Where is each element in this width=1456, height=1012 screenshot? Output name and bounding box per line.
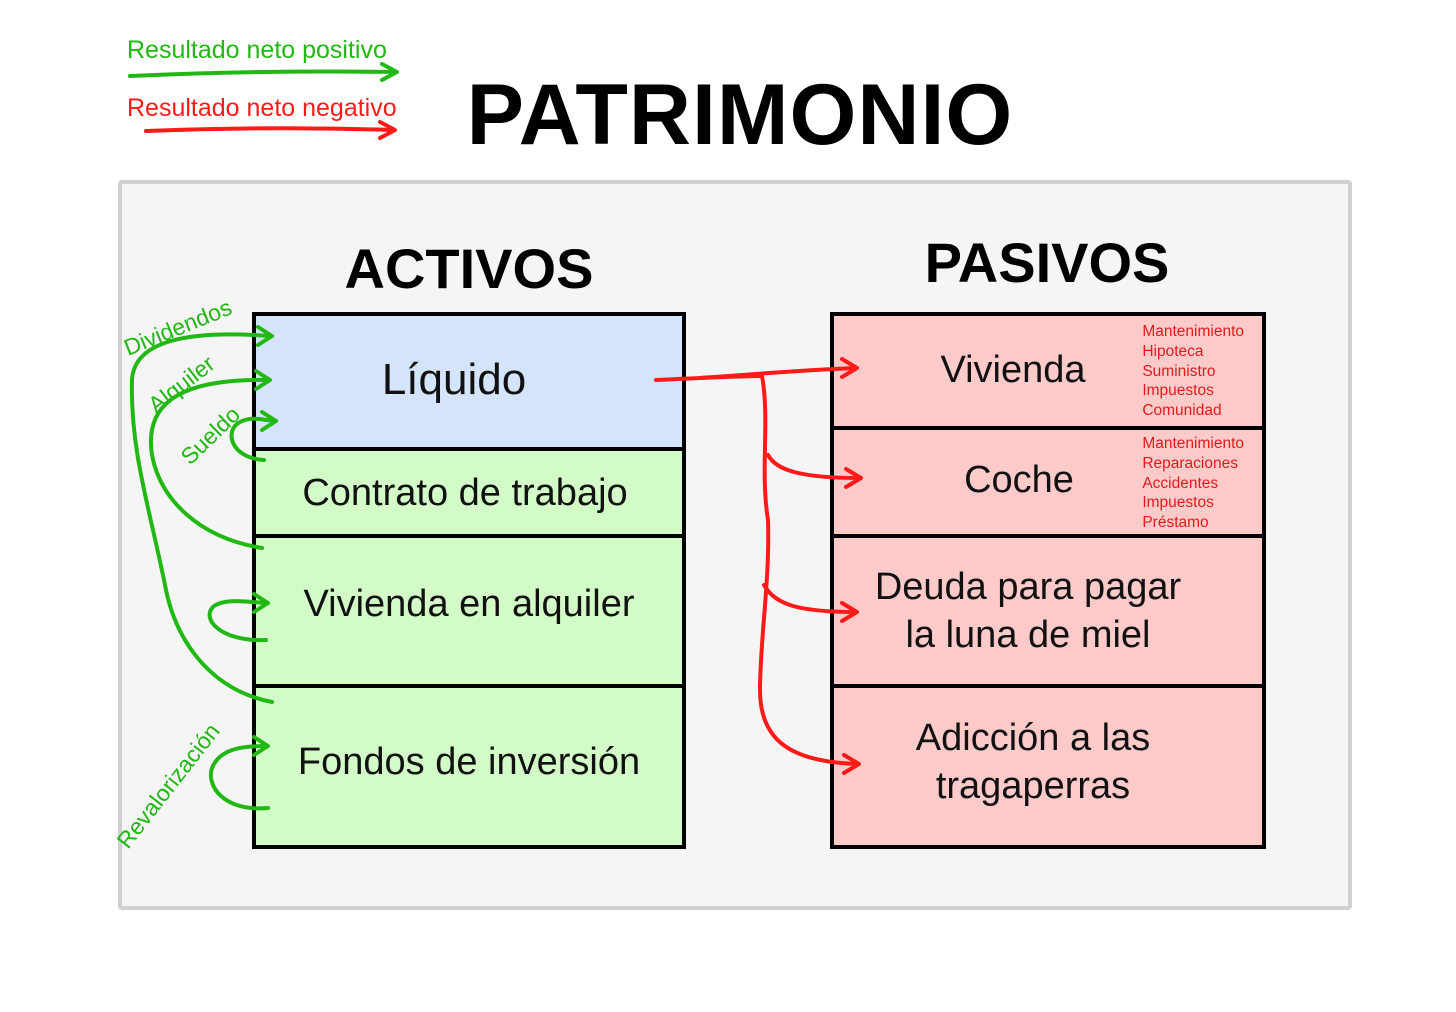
activo-vivienda-alquiler: Vivienda en alquiler (256, 534, 682, 684)
pasivo-vivienda: Vivienda Mantenimiento Hipoteca Suminist… (834, 316, 1262, 426)
pasivo-deuda-label: Deuda para pagar la luna de miel (875, 563, 1181, 659)
cost-item: Mantenimiento (1142, 323, 1244, 340)
pasivo-tragaperras-label: Adicción a las tragaperras (916, 714, 1150, 810)
activo-fondos-label: Fondos de inversión (297, 740, 641, 783)
legend-negative-arrow (144, 126, 396, 133)
pasivo-coche-costs: Mantenimiento Reparaciones Accidentes Im… (1142, 434, 1244, 533)
cost-item: Préstamo (1142, 514, 1209, 532)
activos-heading: ACTIVOS (344, 237, 594, 300)
diagram-title: PATRIMONIO (466, 67, 1014, 163)
cost-item: Mantenimiento (1142, 435, 1244, 452)
activo-liquido: Líquido (256, 316, 682, 447)
pasivo-tragaperras: Adicción a las tragaperras (834, 684, 1262, 845)
pasivos-column: Vivienda Mantenimiento Hipoteca Suminist… (830, 312, 1266, 849)
cost-item: Impuestos (1142, 382, 1214, 400)
pasivo-deuda: Deuda para pagar la luna de miel (834, 534, 1262, 684)
pasivo-coche: Coche Mantenimiento Reparaciones Acciden… (834, 426, 1262, 534)
legend-positive-label: Resultado neto positivo (127, 36, 387, 64)
activo-contrato: Contrato de trabajo (256, 447, 682, 534)
pasivo-coche-label: Coche (964, 459, 1074, 501)
legend-positive-arrowhead (380, 62, 399, 82)
pasivo-deuda-line: Deuda para pagar (874, 566, 1182, 608)
legend-positive-arrow (128, 69, 398, 78)
activos-column: Líquido Contrato de trabajo Vivienda en … (252, 312, 686, 849)
cost-item: Reparaciones (1142, 454, 1238, 472)
legend-negative-label: Resultado neto negativo (127, 94, 397, 122)
pasivo-deuda-line: la luna de miel (905, 614, 1151, 656)
activo-contrato-label: Contrato de trabajo (302, 471, 628, 514)
pasivo-vivienda-label: Vivienda (940, 349, 1086, 391)
pasivo-tragaperras-line: tragaperras (935, 764, 1131, 807)
activo-fondos: Fondos de inversión (256, 684, 682, 845)
activo-liquido-label: Líquido (381, 354, 527, 404)
pasivos-heading: PASIVOS (924, 231, 1170, 294)
cost-item: Hipoteca (1142, 342, 1204, 360)
cost-item: Suministro (1142, 362, 1216, 380)
cost-item: Accidentes (1142, 474, 1219, 492)
legend-negative-arrowhead (378, 120, 397, 140)
pasivo-vivienda-costs: Mantenimiento Hipoteca Suministro Impues… (1142, 322, 1244, 421)
activo-vivienda-alquiler-label: Vivienda en alquiler (303, 583, 635, 625)
cost-item: Comunidad (1142, 402, 1222, 420)
cost-item: Impuestos (1142, 494, 1214, 512)
pasivo-tragaperras-line: Adicción a las (915, 716, 1151, 759)
